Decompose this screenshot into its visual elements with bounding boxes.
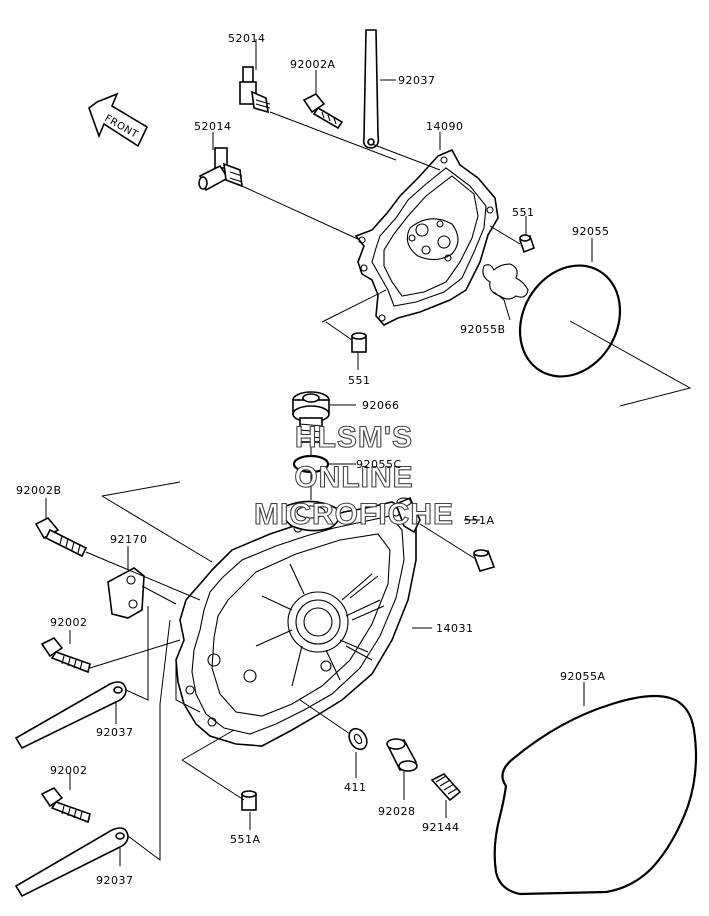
label-92037-mid: 92037: [96, 726, 134, 739]
label-92002-lower: 92002: [50, 764, 88, 777]
bracket-92170: [107, 567, 145, 619]
label-92144: 92144: [422, 821, 460, 834]
washer-411: [348, 727, 368, 751]
dowel-551A-bottom: [241, 790, 257, 811]
spring-92144: [430, 773, 462, 802]
part-labels: 52014 52014 92002A 92037 14090 551 92055…: [16, 32, 610, 887]
label-551-right: 551: [512, 206, 535, 219]
seal-92055A: [493, 694, 698, 896]
label-551A-top: 551A: [464, 514, 495, 527]
label-92002-upper: 92002: [50, 616, 88, 629]
fitting-52014-lower: [198, 147, 243, 192]
collar-92028: [386, 738, 418, 772]
label-92055: 92055: [572, 225, 610, 238]
label-92028: 92028: [378, 805, 416, 818]
label-92002A: 92002A: [290, 58, 336, 71]
bolt-92002B: [34, 517, 88, 558]
watermark: HLSM'S ONLINE MICROFICHE: [253, 420, 454, 531]
label-92055B: 92055B: [460, 323, 506, 336]
watermark-line-1: HLSM'S: [295, 421, 413, 454]
watermark-line-3: MICROFICHE: [254, 498, 454, 531]
bolt-92002-upper: [40, 636, 91, 674]
dowel-551A-top: [472, 549, 496, 572]
label-92170: 92170: [110, 533, 148, 546]
plate-14090: [354, 148, 499, 326]
watermark-line-2: ONLINE: [294, 461, 413, 494]
label-92037-top: 92037: [398, 74, 436, 87]
bolt-92002-lower: [40, 786, 91, 824]
oring-92055B: [482, 263, 529, 300]
dowel-551-right: [519, 234, 535, 254]
leader-lines: [45, 39, 692, 866]
label-14090: 14090: [426, 120, 464, 133]
label-411: 411: [344, 781, 367, 794]
label-92037-bottom: 92037: [96, 874, 134, 887]
label-92055C: 92055C: [356, 458, 402, 471]
label-551-bottom: 551: [348, 374, 371, 387]
label-92055A: 92055A: [560, 670, 606, 683]
label-52014-upper: 52014: [228, 32, 266, 45]
seal-92055: [518, 264, 622, 378]
dowel-551-bottom: [351, 332, 367, 353]
fitting-52014-upper: [239, 66, 271, 114]
strap-92037-top: [362, 29, 380, 149]
front-direction-arrow: FRONT: [88, 92, 149, 148]
plug-92066: [292, 391, 330, 443]
bolt-92002A: [302, 92, 344, 130]
cover-14031: [175, 496, 421, 747]
label-52014-lower: 52014: [194, 120, 232, 133]
label-92002B: 92002B: [16, 484, 62, 497]
label-551A-bottom: 551A: [230, 833, 261, 846]
label-92066: 92066: [362, 399, 400, 412]
label-14031: 14031: [436, 622, 474, 635]
